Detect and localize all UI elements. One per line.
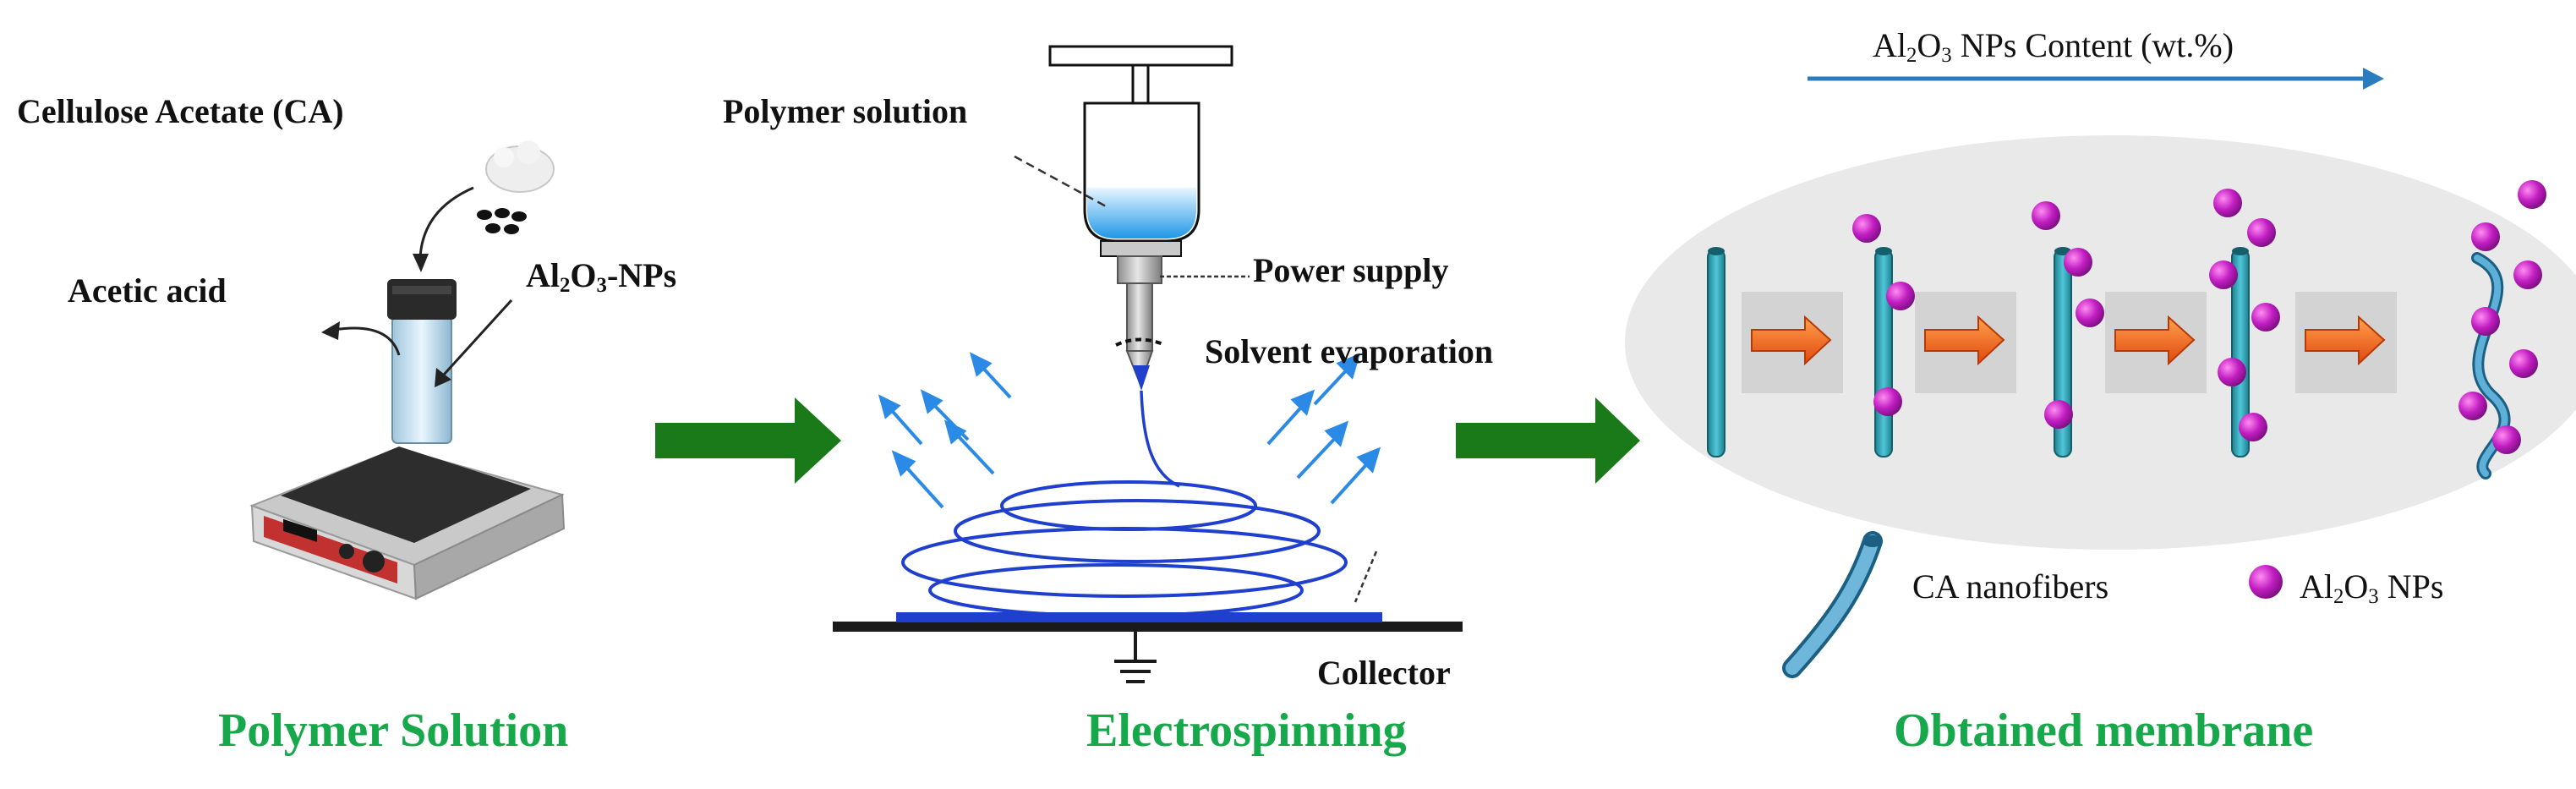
membrane-fibers xyxy=(1707,180,2546,479)
acetic-acid-label: Acetic acid xyxy=(68,271,227,310)
nanoparticle-5-3 xyxy=(2513,260,2542,289)
transition-arrow-4 xyxy=(2305,315,2386,366)
process-arrow-1 xyxy=(655,397,841,484)
ca-fiber-2 xyxy=(1874,249,1893,458)
evaporation-arrows xyxy=(878,352,1381,509)
polymer-solution-label: Polymer solution xyxy=(723,92,968,130)
ca-fiber-1 xyxy=(1707,249,1726,458)
nanoparticle-5-6 xyxy=(2458,392,2487,420)
stage-title-polymer-solution: Polymer Solution xyxy=(218,704,569,757)
legend-nanoparticle-icon xyxy=(2249,565,2283,599)
transition-arrow-3 xyxy=(2114,315,2196,366)
nanoparticle-3-4 xyxy=(2044,400,2073,429)
collector-pointer xyxy=(1354,551,1378,603)
content-axis-arrow xyxy=(1808,68,2384,90)
al2o3-granules xyxy=(477,208,527,234)
legend-fiber-icon xyxy=(1782,531,1883,678)
fiber-jet xyxy=(1140,390,1180,488)
nanoparticle-5-5 xyxy=(2509,349,2538,378)
al2o3-nps-label: Al2O3-NPs xyxy=(526,256,677,298)
legend-nanofibers-label: CA nanofibers xyxy=(1912,567,2109,605)
nanoparticle-5-1 xyxy=(2518,180,2546,209)
nanoparticle-4-1 xyxy=(2213,189,2242,217)
nanoparticle-3-3 xyxy=(2076,299,2104,327)
stage-title-obtained-membrane: Obtained membrane xyxy=(1894,704,2314,757)
nanoparticle-4-3 xyxy=(2209,260,2238,289)
ca-fiber-end-2 xyxy=(1875,247,1892,255)
stage-title-electrospinning: Electrospinning xyxy=(1086,704,1407,757)
collector-label: Collector xyxy=(1317,654,1451,692)
transition-arrow-1 xyxy=(1751,315,1832,366)
ground-symbol-icon xyxy=(1114,632,1157,683)
nanoparticle-2-3 xyxy=(1873,387,1902,416)
nanoparticle-3-2 xyxy=(2064,248,2092,277)
powder-to-vial-arrow xyxy=(418,186,474,259)
hotplate-stirrer-icon xyxy=(249,447,566,600)
acetic-acid-arrow xyxy=(333,326,401,356)
nps-to-vial-line xyxy=(442,299,513,376)
syringe-icon xyxy=(1048,45,1233,387)
nanoparticle-5-2 xyxy=(2471,222,2500,251)
ca-fiber-core-5 xyxy=(2474,255,2508,477)
nanoparticle-3-1 xyxy=(2032,201,2060,230)
process-arrow-2 xyxy=(1456,397,1640,484)
nanoparticle-4-4 xyxy=(2251,303,2280,331)
ca-fiber-end-4 xyxy=(2232,247,2249,255)
content-axis-label: Al2O3 NPs Content (wt.%) xyxy=(1873,26,2234,68)
collector-plate xyxy=(833,612,1463,632)
nanoparticle-2-1 xyxy=(1852,214,1881,243)
transition-arrow-2 xyxy=(1924,315,2005,366)
taylor-cone xyxy=(1133,365,1150,391)
powder-icon xyxy=(485,140,555,193)
power-supply-label: Power supply xyxy=(1253,251,1449,289)
nanoparticle-4-6 xyxy=(2239,413,2267,441)
nanoparticle-5-7 xyxy=(2492,425,2521,454)
nanoparticle-2-2 xyxy=(1886,282,1915,310)
nanoparticle-4-2 xyxy=(2247,218,2276,247)
vial-icon xyxy=(387,279,457,444)
cellulose-acetate-label: Cellulose Acetate (CA) xyxy=(17,92,344,130)
solvent-evaporation-label: Solvent evaporation xyxy=(1205,332,1494,370)
fiber-spiral xyxy=(901,480,1348,617)
polymer-solution-pointer xyxy=(1014,155,1108,209)
ca-fiber-end-1 xyxy=(1708,247,1725,255)
legend-nps-label: Al2O3 NPs xyxy=(2300,567,2444,609)
nanoparticle-5-4 xyxy=(2471,307,2500,336)
nanoparticle-4-5 xyxy=(2218,358,2246,386)
